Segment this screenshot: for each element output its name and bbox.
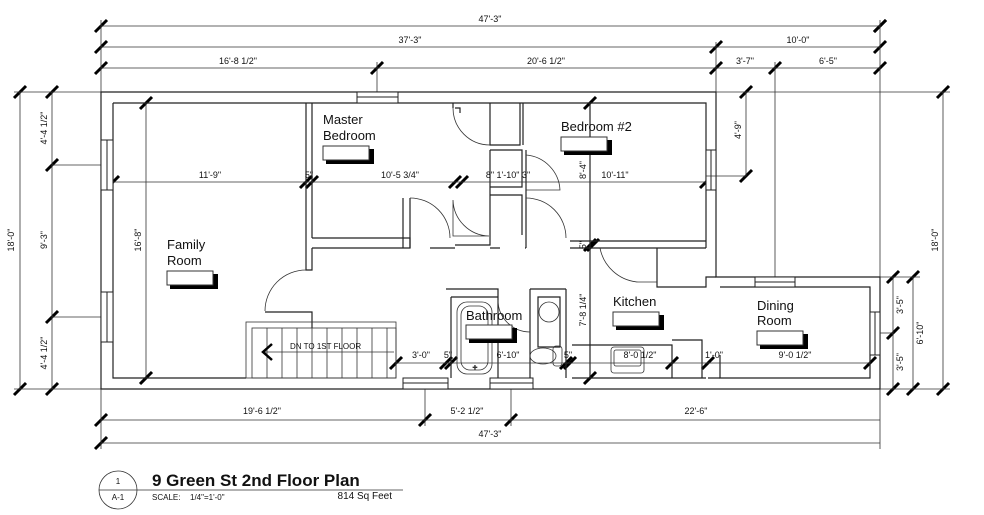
dim-top-mid: 20'-6 1/2" (527, 56, 565, 66)
room-tag (756, 330, 804, 346)
room-kitchen: Kitchen (613, 294, 656, 309)
bathroom-sink (538, 301, 560, 323)
master-bedroom-door (409, 197, 451, 239)
dim-right-overall: 18'-0" (930, 229, 940, 252)
dim-bath-wall: 5" (444, 350, 452, 360)
area-label: 814 Sq Feet (338, 491, 393, 502)
room-tag (166, 270, 214, 286)
dim-family-depth: 16'-8" (133, 229, 143, 252)
dim-kitchen-len: 8'-0 1/2" (624, 350, 657, 360)
dim-top-wing: 10'-0" (787, 35, 810, 45)
windows (100, 91, 881, 390)
dim-row-bed2: 10'-11" (601, 170, 628, 180)
dim-bed2-depth: 8'-4" (578, 161, 588, 179)
room-family-line1: Family (167, 237, 206, 252)
bedroom2-closet-door (525, 154, 561, 191)
dim-bottom-right: 22'-6" (685, 406, 708, 416)
dim-top-wing-b: 6'-5" (819, 56, 837, 66)
interior-walls (265, 103, 720, 379)
dim-bottom-left: 19'-6 1/2" (243, 406, 281, 416)
dim-left-bottom: 4'-4 1/2" (39, 337, 49, 370)
dim-top-main: 37'-3" (399, 35, 422, 45)
dim-bath-a: 3'-0" (412, 350, 430, 360)
room-master-bedroom-line1: Master (323, 112, 363, 127)
room-dining-line1: Dining (757, 298, 794, 313)
toilet (529, 347, 557, 365)
bedroom2-door (525, 197, 567, 239)
dim-bath-wall2: 5" (564, 350, 572, 360)
dim-top-overall: 47'-3" (479, 14, 502, 24)
left-dimensions (14, 91, 147, 390)
bathroom-door (497, 299, 531, 333)
detail-number: 1 (116, 477, 121, 486)
dim-bath-b: 6'-10" (497, 350, 520, 360)
right-dimensions (716, 91, 950, 390)
title-block: 1 A-1 9 Green St 2nd Floor Plan SCALE: 1… (98, 470, 403, 510)
room-master-bedroom-line2: Bedroom (323, 128, 376, 143)
kitchen-door (599, 247, 657, 283)
top-dimensions (100, 20, 881, 277)
dim-bottom-overall: 47'-3" (479, 429, 502, 439)
room-family-line2: Room (167, 253, 202, 268)
scale-value: 1/4"=1'-0" (190, 493, 225, 502)
plan-title: 9 Green St 2nd Floor Plan (152, 471, 360, 490)
dim-left-overall: 18'-0" (6, 229, 16, 252)
inner-dimension-lines (113, 92, 870, 364)
bottom-dimensions (100, 389, 881, 449)
room-tag (612, 311, 660, 327)
svg-text:+: + (473, 363, 478, 372)
room-dining-line2: Room (757, 313, 792, 328)
dim-left-mid: 9'-3" (39, 231, 49, 249)
stairs-label: DN TO 1ST FLOOR (290, 342, 361, 351)
dim-top-wing-a: 3'-7" (736, 56, 754, 66)
stairs (245, 321, 397, 379)
dim-top-left: 16'-8 1/2" (219, 56, 257, 66)
dim-right-bottom: 3'-5" (895, 353, 905, 371)
dim-right-total: 6'-10" (915, 322, 925, 345)
dimension-ticks (12, 18, 951, 451)
room-tags (166, 136, 808, 349)
master-closet-door (452, 107, 491, 146)
sheet-number: A-1 (112, 493, 125, 502)
dim-right-top: 3'-5" (895, 296, 905, 314)
dim-row-family: 11'-9" (199, 170, 221, 180)
dim-left-top: 4'-4 1/2" (39, 112, 49, 145)
hall-closet-door (452, 199, 490, 237)
dim-row-wall1: 5" (305, 170, 313, 180)
dim-dining-len: 9'-0 1/2" (779, 350, 812, 360)
dim-bottom-mid: 5'-2 1/2" (451, 406, 484, 416)
dim-wall-5: 5" (578, 241, 588, 249)
room-tag (560, 136, 608, 152)
room-tag (322, 145, 370, 161)
room-bedroom-2: Bedroom #2 (561, 119, 632, 134)
dim-kitchen-depth: 7'-8 1/4" (578, 294, 588, 327)
family-room-door (264, 269, 307, 312)
kitchen-sink (610, 346, 645, 374)
room-tag (465, 324, 513, 340)
dim-row-closet: 8" 1'-10" 3" (486, 170, 530, 180)
room-bathroom: Bathroom (466, 308, 522, 323)
doors (264, 107, 657, 333)
dim-kitchen-wall: 1'-0" (705, 350, 723, 360)
dim-row-master: 10'-5 3/4" (381, 170, 419, 180)
scale-label: SCALE: (152, 493, 180, 502)
dim-wing-depth: 4'-9" (733, 121, 743, 139)
